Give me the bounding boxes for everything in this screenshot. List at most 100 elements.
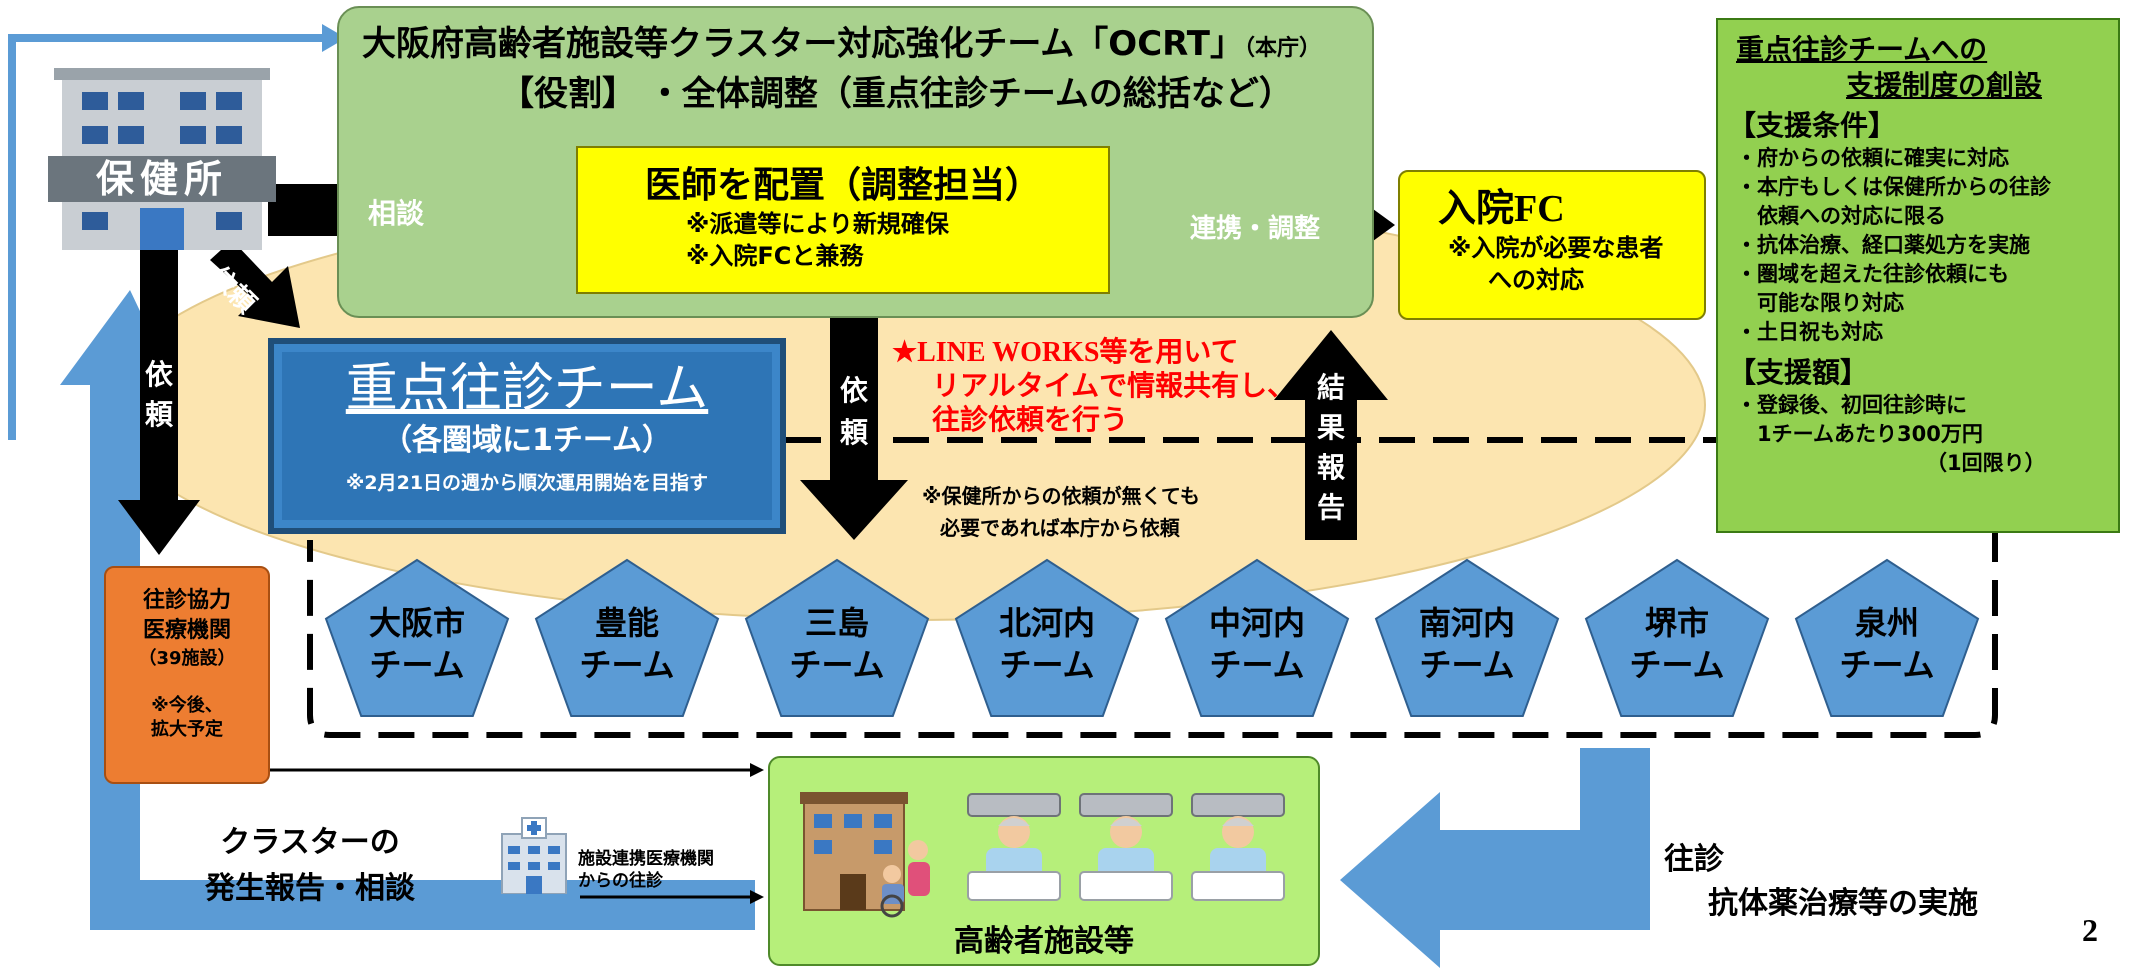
ocrt-title-text: 大阪府高齢者施設等クラスター対応強化チーム「OCRT」 xyxy=(362,24,1244,64)
team-pentagon: 北河内チーム xyxy=(954,558,1140,718)
support-amount-heading: 【支援額】 xyxy=(1728,356,1869,389)
request-note: ※保健所からの依頼が無くても 必要であれば本庁から依頼 xyxy=(922,480,1200,544)
cluster-report-arrow xyxy=(60,290,755,930)
team-name: 北河内 xyxy=(998,604,1095,642)
pentagon-shape xyxy=(1584,558,1770,717)
request-center-arrow xyxy=(800,312,908,540)
result-report-arrow xyxy=(1274,330,1388,540)
support-box: 重点往診チームへの 支援制度の創設 【支援条件】 ・府からの依頼に確実に対応・本… xyxy=(1716,18,2120,533)
line-works-note: ★LINE WORKS等を用いて リアルタイムで情報共有し、 往診依頼を行う xyxy=(892,336,1295,438)
team-pentagon-label: 三島チーム xyxy=(767,602,907,686)
cooperating-line-arrowhead xyxy=(750,763,764,777)
cooperating-box: 往診協力 医療機関 （39施設） ※今後、 拡大予定 xyxy=(104,566,270,784)
request-left-char: 依 xyxy=(144,358,173,391)
cluster-report-text: クラスターの 発生報告・相談 xyxy=(170,820,450,912)
facility-doctor-line-2: からの往診 xyxy=(578,871,663,891)
ocrt-title-suffix: （本庁） xyxy=(1244,36,1322,61)
home-visit-arrow xyxy=(1340,748,1650,968)
pentagon-shape xyxy=(744,558,930,717)
support-condition-item: ・土日祝も対応 xyxy=(1736,320,1883,344)
team-pentagon: 南河内チーム xyxy=(1374,558,1560,718)
team-name: 泉州 xyxy=(1854,604,1919,642)
coordinate-label: 連携・調整 xyxy=(1189,214,1320,244)
hospital-fc-note-2: への対応 xyxy=(1488,266,1584,294)
home-visit-line-1: 往診 xyxy=(1664,842,1724,877)
team-pentagon-label: 豊能チーム xyxy=(557,602,697,686)
team-pentagon-label: 南河内チーム xyxy=(1397,602,1537,686)
team-pentagon: 豊能チーム xyxy=(534,558,720,718)
consult-label: 相談 xyxy=(368,197,425,230)
cooperating-line-1: 往診協力 xyxy=(142,588,231,613)
team-pentagon-label: 北河内チーム xyxy=(977,602,1117,686)
team-pentagon: 大阪市チーム xyxy=(324,558,510,718)
request-center-char: 依 xyxy=(839,374,868,407)
team-pentagon-label: 中河内チーム xyxy=(1187,602,1327,686)
team-suffix: チーム xyxy=(1419,646,1515,684)
request-left-char: 頼 xyxy=(144,398,173,431)
team-pentagon: 堺市チーム xyxy=(1584,558,1770,718)
support-title-1: 重点往診チームへの xyxy=(1736,33,1988,66)
team-suffix: チーム xyxy=(1629,646,1725,684)
support-condition-list: ・府からの依頼に確実に対応・本庁もしくは保健所からの往診 依頼への対応に限る・抗… xyxy=(1736,144,2118,347)
team-name: 堺市 xyxy=(1644,604,1709,642)
elderly-facility-box: 高齢者施設等 xyxy=(768,756,1320,966)
pentagon-shape xyxy=(324,558,510,717)
team-name: 三島 xyxy=(804,604,869,642)
team-box: 重点往診チーム （各圏域に1チーム） ※2月21日の週から順次運用開始を目指す xyxy=(268,338,786,534)
line-works-line-1: ★LINE WORKS等を用いて xyxy=(892,337,1239,368)
nursing-home-icon xyxy=(800,792,930,918)
hospital-fc-box: 入院FC ※入院が必要な患者 への対応 xyxy=(1398,170,1706,320)
request-left-arrow xyxy=(118,250,200,555)
support-condition-heading: 【支援条件】 xyxy=(1728,109,1897,142)
line-works-line-2: リアルタイムで情報共有し、 xyxy=(932,371,1296,402)
page-number: 2 xyxy=(2082,912,2098,948)
team-suffix: チーム xyxy=(999,646,1095,684)
elderly-facility-label: 高齢者施設等 xyxy=(954,924,1134,959)
ocrt-role: 【役割】 ・全体調整（重点往診チームの総括など） xyxy=(500,74,1293,114)
cluster-report-line-1: クラスターの xyxy=(220,825,400,860)
support-condition-item: ・府からの依頼に確実に対応 xyxy=(1736,146,2009,170)
building-icon xyxy=(48,68,276,250)
team-name: 大阪市 xyxy=(368,604,465,642)
support-amount-line: ・登録後、初回往診時に xyxy=(1736,393,1967,417)
team-note: ※2月21日の週から順次運用開始を目指す xyxy=(345,472,709,494)
report-line-arrowhead xyxy=(322,24,346,52)
home-visit-text: 往診 抗体薬治療等の実施 xyxy=(1664,838,1978,926)
pentagon-shape xyxy=(954,558,1140,717)
team-pentagon: 中河内チーム xyxy=(1164,558,1350,718)
support-amount-line: 1チームあたり300万円 xyxy=(1736,422,1983,446)
result-report-char: 果 xyxy=(1316,411,1345,444)
patient-in-bed-icon xyxy=(967,793,1061,901)
result-report-char: 告 xyxy=(1316,491,1345,524)
doctor-box: 医師を配置（調整担当） ※派遣等により新規確保 ※入院FCと兼務 xyxy=(576,146,1110,294)
team-title: 重点往診チーム xyxy=(345,359,709,419)
doctor-note-2: ※入院FCと兼務 xyxy=(686,242,864,270)
team-pentagon-label: 堺市チーム xyxy=(1607,602,1747,686)
patient-in-bed-icon xyxy=(1079,793,1173,901)
ocrt-title: 大阪府高齢者施設等クラスター対応強化チーム「OCRT」（本庁） xyxy=(362,22,1321,71)
support-amount-line: （1回限り） xyxy=(1926,451,2046,475)
doctor-note-1: ※派遣等により新規確保 xyxy=(686,210,949,238)
pentagon-shape xyxy=(534,558,720,717)
request-diagonal-arrow xyxy=(210,240,300,328)
facility-doctor-text: 施設連携医療機関 からの往診 xyxy=(578,848,714,892)
team-name: 南河内 xyxy=(1418,604,1515,642)
facility-doctor-icon xyxy=(500,816,568,898)
support-condition-item: ・本庁もしくは保健所からの往診 xyxy=(1736,175,2051,199)
hospital-fc-note-1: ※入院が必要な患者 xyxy=(1448,234,1664,262)
team-dashed-frame xyxy=(307,437,1998,738)
team-pentagon-label: 大阪市チーム xyxy=(347,602,487,686)
team-pentagon: 三島チーム xyxy=(744,558,930,718)
result-report-char: 報 xyxy=(1316,451,1345,484)
team-subtitle: （各圏域に1チーム） xyxy=(382,423,672,458)
cooperating-note-2: 拡大予定 xyxy=(151,719,223,740)
team-suffix: チーム xyxy=(1209,646,1305,684)
request-center-char: 頼 xyxy=(839,416,868,449)
result-report-char: 結 xyxy=(1316,371,1345,404)
support-title-2: 支援制度の創設 xyxy=(1846,69,2043,102)
request-center-label: 依 頼 xyxy=(830,370,878,454)
team-suffix: チーム xyxy=(789,646,885,684)
support-amount-list: ・登録後、初回往診時に 1チームあたり300万円 （1回限り） xyxy=(1736,391,2118,478)
pentagon-shape xyxy=(1164,558,1350,717)
pentagon-shape xyxy=(1374,558,1560,717)
